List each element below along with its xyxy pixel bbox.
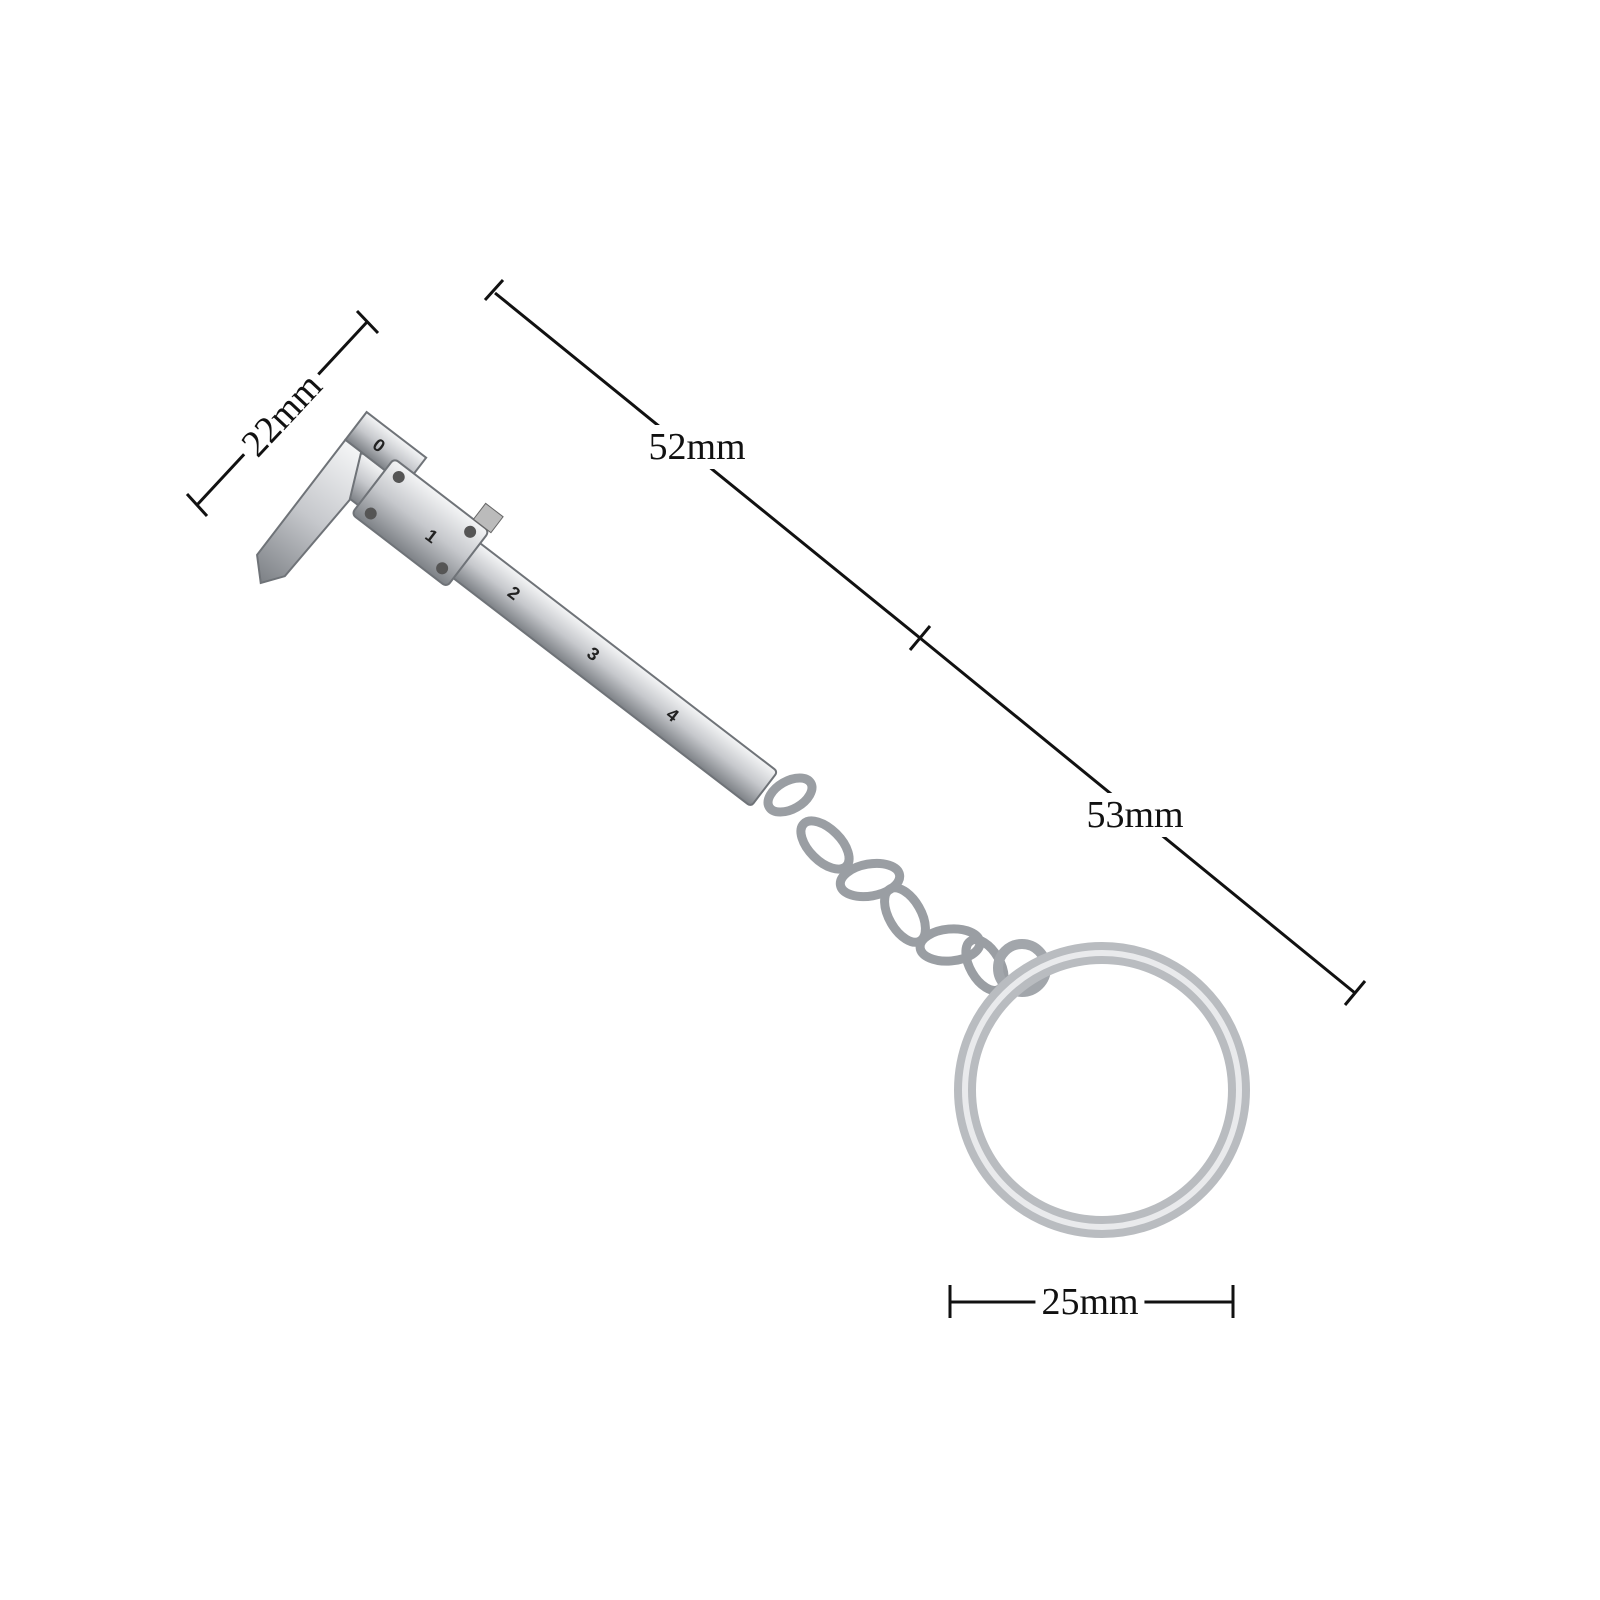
- chain: [763, 773, 1009, 995]
- dimension-label-caliper-length: 52mm: [642, 425, 752, 469]
- fixed-jaw: [256, 438, 363, 585]
- dimension-label-chain-length: 53mm: [1080, 793, 1190, 837]
- slider: [352, 459, 489, 586]
- caliper: 0 1 2 3 4: [256, 410, 778, 806]
- dimension-label-ring-diameter: 25mm: [1035, 1280, 1145, 1324]
